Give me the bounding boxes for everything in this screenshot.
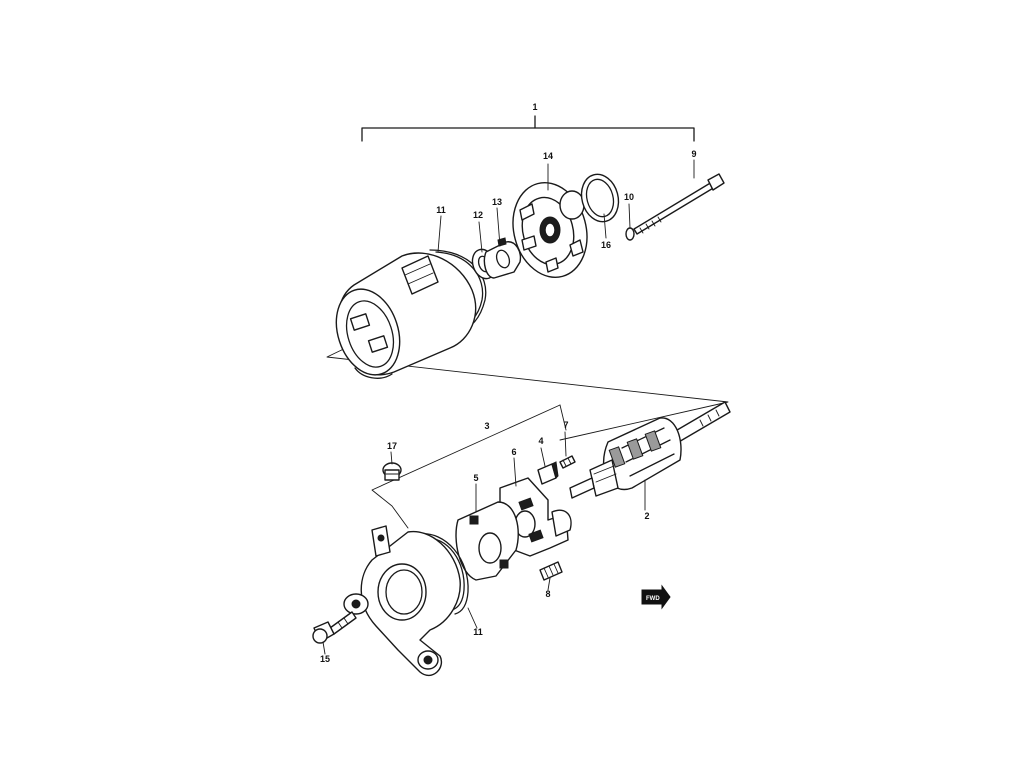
callout-p1: 1	[532, 102, 537, 112]
callout-p10: 10	[624, 192, 634, 202]
orientation-badge-text: FWD	[646, 596, 660, 602]
spring-8	[539, 561, 563, 581]
callout-p15: 15	[320, 654, 330, 664]
assembly-bracket	[361, 115, 695, 142]
armature-2	[569, 401, 731, 499]
callout-p9: 9	[691, 149, 696, 159]
callout-p8: 8	[545, 589, 550, 599]
callout-p2: 2	[644, 511, 649, 521]
assembly-link-line	[326, 344, 729, 441]
callout-p11b: 11	[473, 627, 483, 637]
yoke-housing	[335, 252, 477, 379]
callout-p12: 12	[473, 210, 483, 220]
through-bolt-9	[633, 173, 725, 235]
brush-holder-bracket	[371, 404, 567, 529]
bolt-15	[312, 611, 357, 644]
callout-p11a: 11	[436, 205, 446, 215]
callout-p14: 14	[543, 151, 553, 161]
callout-p5: 5	[473, 473, 478, 483]
callout-p17: 17	[387, 441, 397, 451]
callout-p13: 13	[492, 197, 502, 207]
plate-13	[483, 237, 522, 279]
seal-ring-16	[580, 173, 620, 223]
brush-4	[537, 461, 559, 485]
o-ring-lower	[417, 533, 469, 615]
screw-17	[382, 462, 402, 481]
callout-p4: 4	[538, 436, 543, 446]
callout-p16: 16	[601, 240, 611, 250]
end-housing	[343, 525, 461, 677]
callout-p7: 7	[563, 420, 568, 430]
callout-p6: 6	[511, 447, 516, 457]
insulator-plate-5	[455, 501, 519, 581]
leader-lines	[322, 159, 695, 655]
end-cover-14	[512, 182, 588, 278]
callout-p3: 3	[484, 421, 489, 431]
orientation-arrow-badge: FWD	[641, 584, 671, 610]
o-ring-10	[625, 227, 635, 241]
spring-7	[559, 455, 576, 469]
